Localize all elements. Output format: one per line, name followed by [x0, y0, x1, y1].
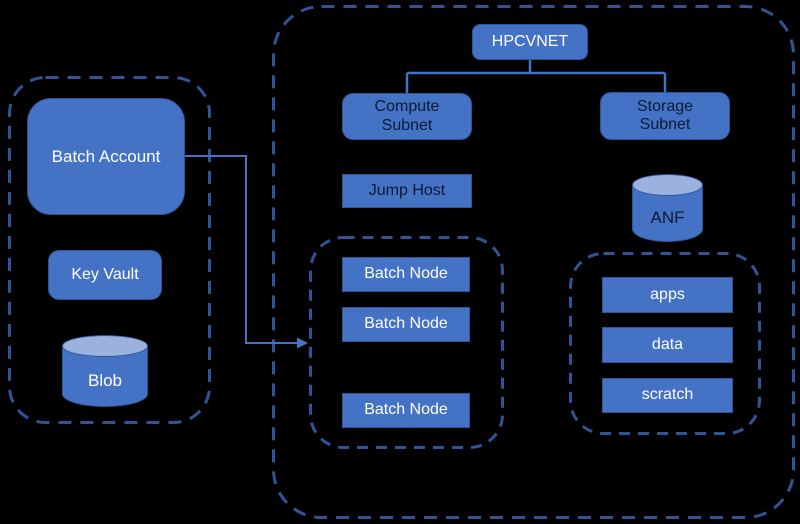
cylinder-top: [632, 174, 703, 196]
node-compute-subnet: Compute Subnet: [342, 93, 472, 140]
node-storage-subnet: Storage Subnet: [600, 92, 730, 140]
anf-label: ANF: [650, 208, 685, 227]
hpcvnet-label: HPCVNET: [491, 32, 569, 50]
node-batch-node-2: Batch Node: [342, 307, 470, 342]
cylinder-top: [62, 335, 148, 357]
jump-host-label: Jump Host: [368, 181, 446, 199]
batch-node-label: Batch Node: [364, 315, 448, 333]
node-batch-node-3: Batch Node: [342, 393, 470, 428]
volumes-container: [569, 252, 761, 435]
blob-cylinder: Blob: [62, 335, 148, 407]
batch-account-to-pool-connector: [185, 155, 299, 344]
node-jump-host: Jump Host: [342, 174, 472, 208]
compute-subnet-label: Compute Subnet: [374, 98, 440, 134]
node-key-vault: Key Vault: [48, 250, 162, 300]
node-hpcvnet: HPCVNET: [472, 24, 588, 60]
volume-scratch-label: scratch: [641, 386, 694, 404]
node-volume-data: data: [602, 327, 733, 363]
arrowhead-icon: [297, 337, 308, 349]
key-vault-label: Key Vault: [71, 265, 139, 283]
node-volume-apps: apps: [602, 277, 733, 313]
storage-subnet-label: Storage Subnet: [636, 97, 694, 133]
anf-cylinder: ANF: [632, 174, 703, 242]
batch-node-label: Batch Node: [364, 401, 448, 419]
node-volume-scratch: scratch: [602, 378, 733, 413]
node-batch-node-1: Batch Node: [342, 257, 470, 292]
vnet-container: [272, 5, 795, 519]
vnet-subnet-connector: [405, 58, 667, 94]
left-resource-group-container: [8, 76, 211, 424]
volume-apps-label: apps: [650, 285, 685, 303]
batch-account-label: Batch Account: [51, 146, 161, 166]
node-batch-account: Batch Account: [27, 98, 185, 215]
batch-pool-container: [309, 236, 504, 449]
volume-data-label: data: [651, 335, 684, 353]
batch-node-label: Batch Node: [364, 265, 448, 283]
blob-label: Blob: [87, 371, 123, 390]
